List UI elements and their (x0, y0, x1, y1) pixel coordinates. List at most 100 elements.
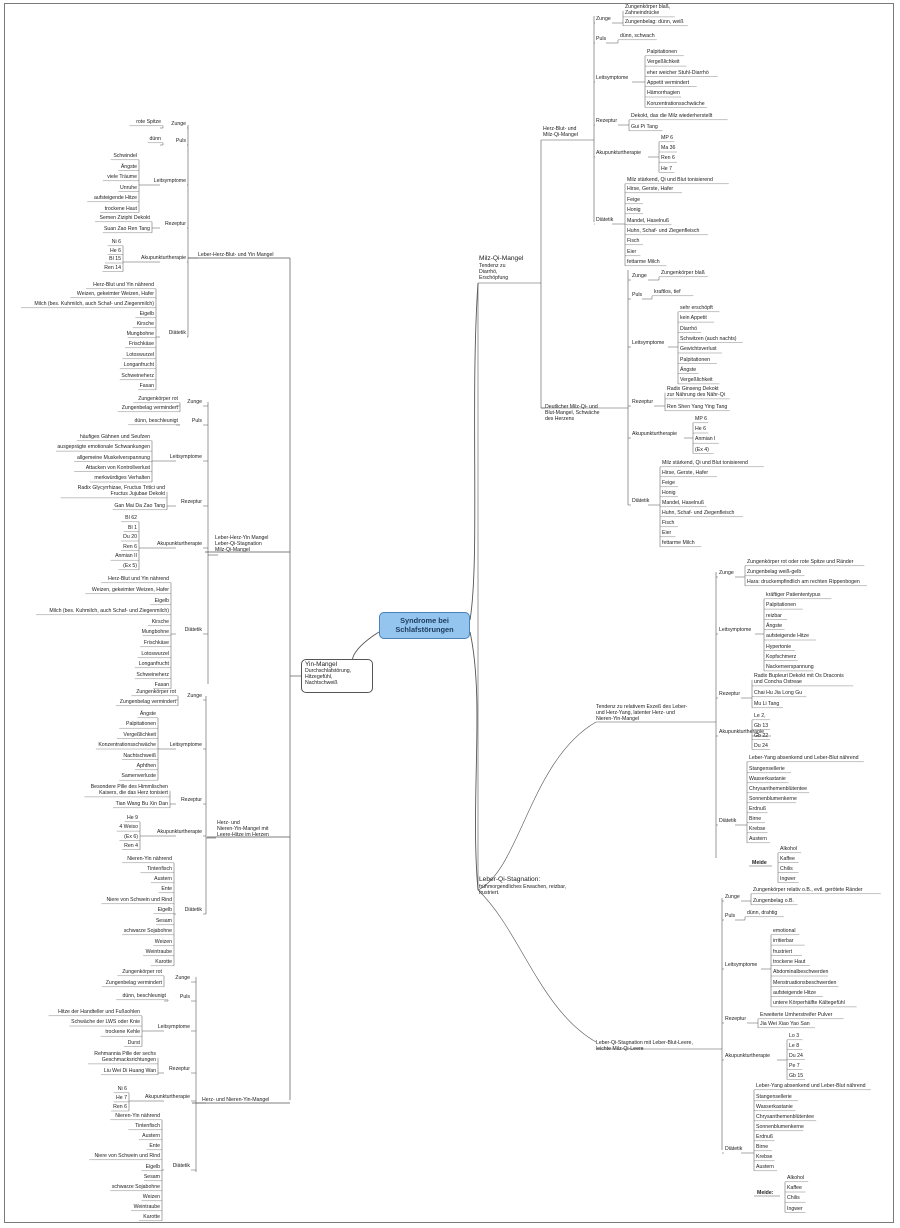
category-label[interactable]: Rezeptur (164, 221, 186, 227)
leaf-label[interactable]: Ängste (766, 622, 783, 629)
category-label[interactable]: Rezeptur (632, 399, 654, 405)
leaf-label[interactable]: Lo 3 (789, 1033, 800, 1039)
leaf-label[interactable]: Ingwer (787, 1205, 803, 1212)
leaf-label[interactable]: Karotte (155, 959, 172, 965)
leaf-label[interactable]: Karotte (143, 1214, 160, 1220)
leaf-label[interactable]: Mungbohne (126, 331, 154, 337)
leaf-label[interactable]: fettarme Milch (662, 540, 695, 546)
leaf-label[interactable]: Ren 4 (124, 842, 138, 849)
leaf-label[interactable]: Ma 36 (661, 145, 676, 152)
leaf-label[interactable]: Krebse (756, 1154, 773, 1160)
leaf-label[interactable]: Longanfrucht (123, 362, 154, 368)
milz-qi-title[interactable]: Milz-Qi-Mangel (479, 255, 524, 262)
leaf-label[interactable]: Du 24 (789, 1052, 803, 1059)
leaf-label[interactable]: Eier (662, 530, 672, 536)
leaf-label[interactable]: Ren 6 (123, 543, 137, 550)
leaf-label[interactable]: Appetit vermindert (647, 79, 690, 86)
leaf-label[interactable]: Honig (662, 490, 676, 496)
leaf-label[interactable]: Zungenbelag vermindert (119, 699, 176, 705)
leaf-label[interactable]: Besondere Pille des Himmlischen Kaisers,… (90, 784, 168, 797)
leaf-label[interactable]: häufiges Gähnen und Seufzen (79, 434, 150, 440)
leaf-label[interactable]: Lotoswurzel (141, 651, 169, 657)
leaf-label[interactable]: Fasan (139, 383, 154, 389)
leaf-label[interactable]: Du 24 (754, 742, 768, 749)
leaf-label[interactable]: Mandel, Haselnuß (662, 500, 705, 506)
leaf-label[interactable]: Konzentrationsschwäche (647, 100, 705, 107)
leaf-label[interactable]: Mu Li Tang (754, 701, 780, 707)
leaf-label[interactable]: Pe 7 (789, 1062, 800, 1069)
leaf-label[interactable]: Zungenkörper relativ o.B., evtl. gerötet… (753, 887, 863, 893)
leaf-label[interactable]: Hitze der Handteller und Fußsohlen (58, 1009, 140, 1015)
category-label[interactable]: Diätetik (184, 907, 202, 913)
category-label[interactable]: Puls (179, 994, 190, 1000)
leaf-label[interactable]: dünn, beschleunigt (122, 993, 166, 999)
leaf-label[interactable]: Unruhe (119, 184, 137, 191)
leaf-label[interactable]: Fisch (662, 520, 675, 526)
category-label[interactable]: Zunge (632, 273, 647, 279)
leaf-label[interactable]: Sonnenblumenkerne (756, 1124, 804, 1130)
leaf-label[interactable]: Le 2, (754, 713, 766, 719)
leaf-label[interactable]: merkwürdiges Verhalten (94, 475, 150, 482)
leaf-label[interactable]: Hirse, Gerste, Hafer (627, 186, 674, 192)
category-label[interactable]: Puls (175, 138, 186, 144)
leaf-label[interactable]: Lotoswurzel (126, 352, 154, 358)
leaf-label[interactable]: Liu Wei Di Huang Wan (103, 1068, 156, 1074)
leaf-label[interactable]: Alkohol (787, 1175, 805, 1181)
leaf-label[interactable]: Rehmannia Pille der sechs Geschmacksrich… (94, 1051, 156, 1064)
leaf-label[interactable]: Ängste (680, 366, 697, 373)
leaf-label[interactable]: Ren 6 (113, 1104, 127, 1111)
leaf-label[interactable]: Herz-Blut und Yin nährend (108, 576, 169, 582)
leaf-label[interactable]: Zungenbelag o.B. (753, 898, 794, 904)
leaf-label[interactable]: Weintraube (133, 1204, 160, 1210)
leaf-label[interactable]: (Ex 6) (124, 833, 138, 840)
leaf-label[interactable]: Eigelb (157, 907, 172, 913)
sub-branch-label[interactable]: Herz- und Nieren-Yin-Mangel (202, 1097, 270, 1103)
leaf-label[interactable]: Gewichtsverlust (680, 346, 717, 353)
category-label[interactable]: Meide: (757, 1190, 774, 1196)
leaf-label[interactable]: MP 6 (661, 135, 674, 141)
leaf-label[interactable]: Semen Ziziphi Dekokt (99, 215, 150, 221)
leaf-label[interactable]: Radix Glycyrrhizae, Fructus Tritici und … (77, 485, 165, 498)
leaf-label[interactable]: aufsteigende Hitze (773, 989, 816, 996)
leaf-label[interactable]: Eigelb (145, 1164, 160, 1170)
category-label[interactable]: Diätetik (719, 818, 737, 824)
leaf-label[interactable]: Zungenkörper rot oder rote Spitze und Rä… (747, 559, 854, 565)
milz-qi-subtitle[interactable]: Tendenz zu Diarrhö, Erschöpfung (479, 263, 509, 282)
leaf-label[interactable]: Austern (749, 836, 767, 842)
leaf-label[interactable]: Vergeßlichkeit (647, 59, 680, 66)
leaf-label[interactable]: Herz-Blut und Yin nährend (93, 282, 154, 288)
leaf-label[interactable]: Aphthen (136, 763, 156, 769)
leaf-label[interactable]: Tian Wang Bu Xin Dan (115, 801, 168, 807)
leaf-label[interactable]: Sonnenblumenkerne (749, 796, 797, 802)
leaf-label[interactable]: Nachtschweiß (123, 752, 156, 759)
leaf-label[interactable]: Weizen (142, 1194, 160, 1200)
category-label[interactable]: Akupunkturtherapie (719, 729, 764, 735)
leaf-label[interactable]: schwarze Sojabohne (111, 1184, 160, 1190)
category-label[interactable]: Puls (725, 913, 736, 919)
leaf-label[interactable]: Le 8 (789, 1042, 800, 1049)
leaf-label[interactable]: untere Körperhälfte Kältegefühl (773, 1000, 845, 1007)
category-label[interactable]: Rezeptur (719, 691, 741, 697)
sub-branch-label[interactable]: Leber-Herz-Blut- und Yin Mangel (198, 252, 274, 258)
leaf-label[interactable]: dünn, schwach (620, 33, 655, 39)
leaf-label[interactable]: kraftlos, tief (654, 289, 681, 295)
category-label[interactable]: Leitsymptome (632, 340, 665, 346)
leaf-label[interactable]: eher weicher Stuhl-Diarrhö (647, 69, 709, 76)
leaf-label[interactable]: Eier (627, 249, 637, 255)
leaf-label[interactable]: Krebse (749, 826, 766, 832)
category-label[interactable]: Puls (596, 36, 607, 42)
category-label[interactable]: Diätetik (596, 217, 614, 223)
leaf-label[interactable]: Erweiterte Umherstreifer Pulver (760, 1012, 833, 1018)
leaf-label[interactable]: Longanfrucht (138, 661, 169, 667)
leaf-label[interactable]: Milz stärkend, Qi und Blut tonisierend (627, 177, 713, 183)
leaf-label[interactable]: Chilis (780, 865, 793, 872)
leaf-label[interactable]: Bl 62 (125, 515, 137, 521)
leaf-label[interactable]: Ingwer (780, 875, 796, 882)
leaf-label[interactable]: Schweineherz (121, 373, 154, 379)
leaf-label[interactable]: Zungenkörper blaß, Zahneindrücke (625, 4, 671, 17)
leaf-label[interactable]: dünn (149, 136, 161, 142)
leaf-label[interactable]: Hirse, Gerste, Hafer (662, 470, 709, 476)
leaf-label[interactable]: He 6 (695, 426, 706, 433)
sub-branch-label[interactable]: Leber-Herz-Yin Mangel Leber-Qi-Stagnatio… (215, 535, 269, 554)
leaf-label[interactable]: Jia Wei Xiao Yao San (760, 1021, 810, 1027)
